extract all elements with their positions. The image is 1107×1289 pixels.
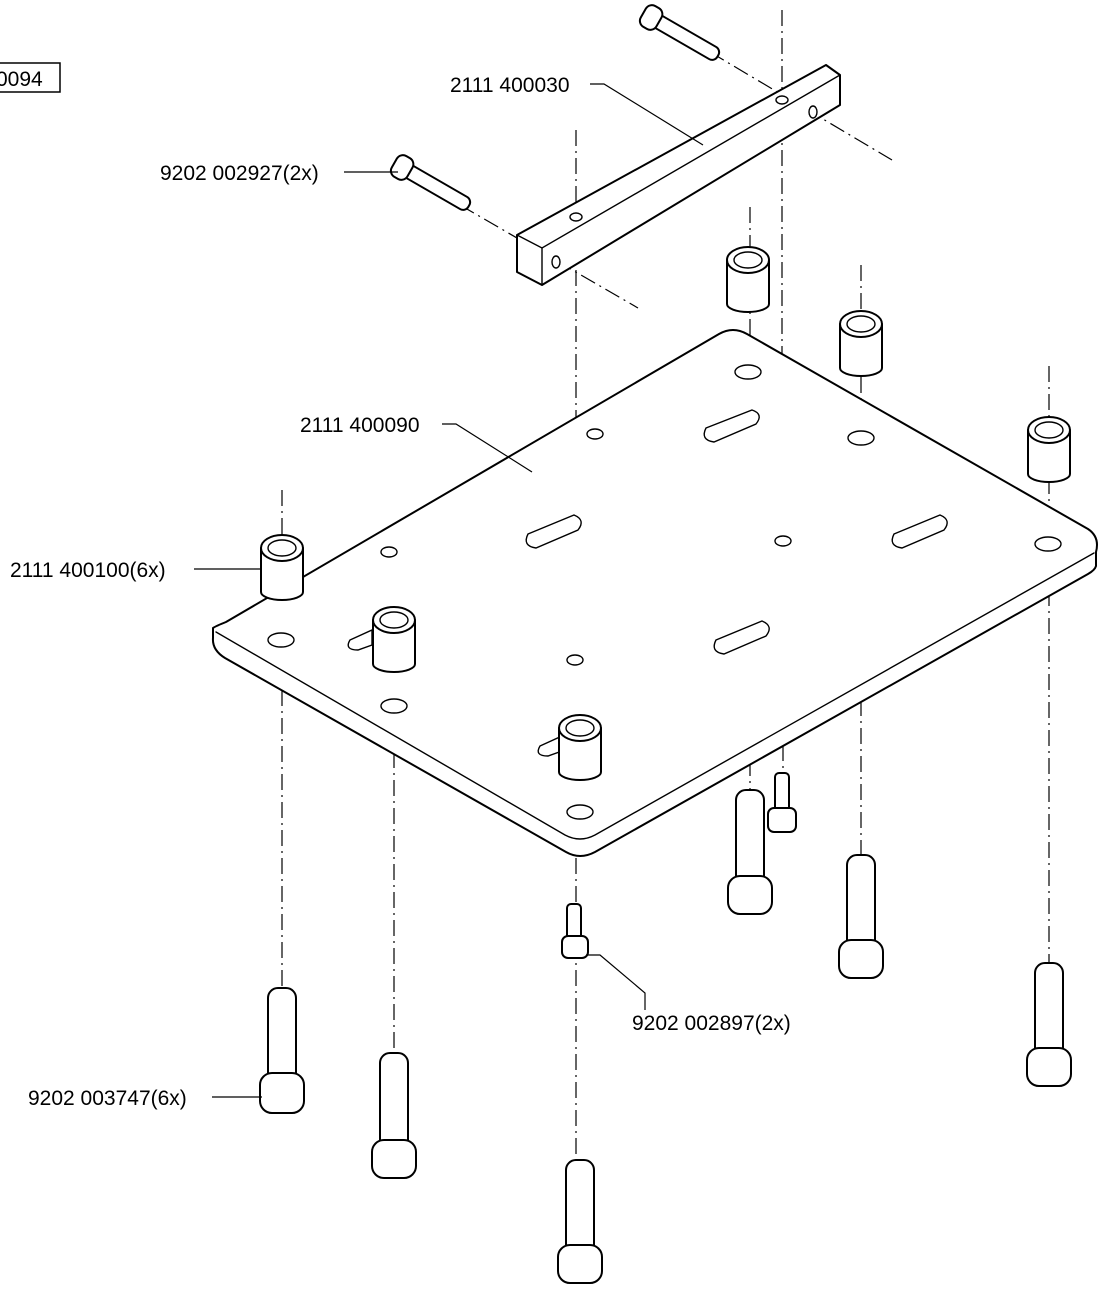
base-plate [211,329,1098,857]
part-labels: 2111 400030 9202 002927(2x) 2111 400090 … [10,74,791,1110]
label-bar-screws: 9202 002927(2x) [160,162,319,185]
spacer-3 [1027,416,1071,483]
leader-lines [194,83,704,1098]
small-screws [561,772,797,959]
bar-screw-1 [638,4,721,61]
small-screw-1 [767,772,797,833]
label-small-screws: 9202 002897(2x) [632,1012,791,1035]
spacer-4 [260,534,304,601]
long-screw-3 [1026,962,1072,1087]
long-screws [259,789,1072,1284]
label-long-screws: 9202 003747(6x) [28,1087,187,1110]
long-screw-1 [727,789,773,915]
label-base-plate: 2111 400090 [300,414,420,437]
sheet-id-box: 0094 [0,62,61,93]
bar-screw-2 [389,154,472,211]
spacer-6 [558,714,602,781]
spacer-1 [726,246,770,313]
square-bar [516,64,841,286]
small-screw-2 [561,903,589,959]
bar-screws [389,4,721,211]
sheet-id-text: 0094 [0,68,43,91]
label-bar: 2111 400030 [450,74,570,97]
spacers [260,246,1071,781]
long-screw-6 [557,1159,603,1284]
long-screw-5 [371,1052,417,1179]
spacer-2 [839,310,883,377]
label-spacers: 2111 400100(6x) [10,559,166,582]
long-screw-4 [259,987,305,1114]
long-screw-2 [838,854,884,979]
spacer-5 [372,606,416,673]
